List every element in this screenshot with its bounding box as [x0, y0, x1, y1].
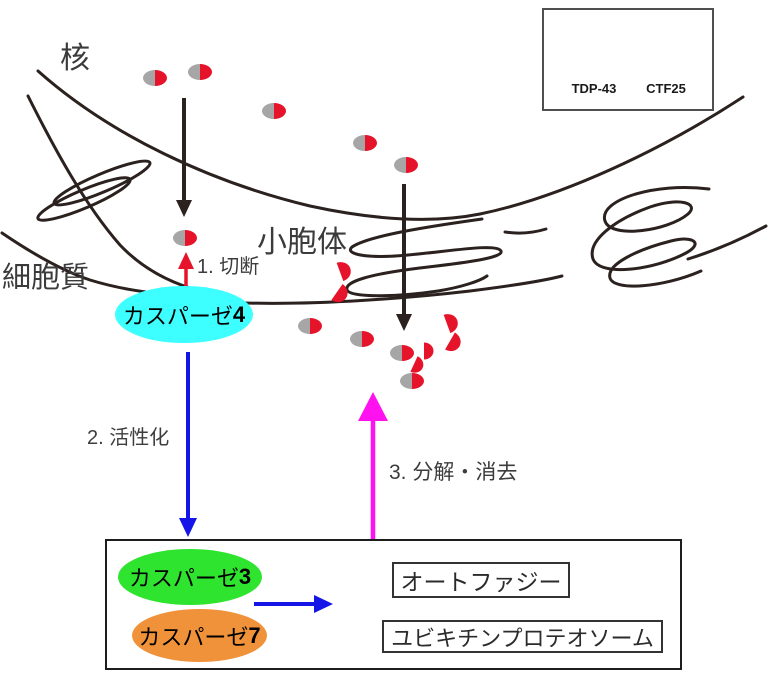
cleavage-arrow	[178, 252, 194, 289]
caspase7-label: カスパーゼ	[138, 624, 249, 650]
nuclear-envelope-outer-curve	[36, 69, 745, 221]
tdp43-molecule	[353, 135, 377, 151]
legend-tdp43-label: TDP-43	[571, 81, 617, 96]
caspase4-label: カスパーゼ	[122, 303, 233, 329]
nucleus-label: 核	[60, 42, 90, 75]
er-short-segment	[503, 227, 548, 235]
autophagy-box: オートファジー	[392, 562, 570, 598]
membrane-fold-loop	[36, 176, 132, 222]
nuclear-envelope-inner-curve	[26, 94, 192, 290]
nuclear-export-arrow-left	[176, 98, 192, 217]
tdp43-molecule	[143, 70, 167, 86]
er-lower-boundary	[244, 274, 564, 305]
tdp43-molecule	[390, 345, 414, 361]
tdp43-molecule	[298, 318, 322, 334]
step1-cleavage-label: 1. 切断	[197, 256, 260, 278]
er-squiggle-right	[590, 185, 711, 288]
step3-degradation-label: 3. 分解・消去	[389, 461, 518, 484]
ctf25-fragment	[410, 356, 427, 376]
cytoplasm-label: 細胞質	[2, 262, 90, 294]
tdp43-molecule	[173, 230, 197, 246]
legend-box: TDP-43 CTF25	[542, 8, 714, 111]
er-squiggle-central	[345, 217, 503, 298]
ctf25-aggregate	[443, 311, 465, 355]
ubiquitin-proteasome-box: ユビキチンプロテオソーム	[382, 620, 663, 653]
tdp43-molecule	[350, 331, 374, 347]
nuclear-export-arrow-right	[396, 184, 412, 331]
activation-arrow	[179, 352, 197, 537]
pathway-panel	[105, 539, 682, 670]
er-squiggle-far-right	[686, 224, 768, 261]
ctf25-fragment	[424, 342, 434, 360]
caspase3-label: カスパーゼ	[128, 566, 239, 591]
tdp43-molecule	[262, 103, 286, 119]
tdp43-molecule	[400, 373, 424, 389]
tdp43-molecule	[188, 64, 212, 80]
legend-ctf25-label: CTF25	[646, 81, 686, 96]
step2-activation-label: 2. 活性化	[87, 427, 170, 449]
caspase-to-pathway-arrow	[254, 595, 333, 613]
degradation-arrow	[358, 392, 388, 540]
er-label: 小胞体	[257, 226, 347, 259]
tdp43-molecule	[394, 157, 418, 173]
